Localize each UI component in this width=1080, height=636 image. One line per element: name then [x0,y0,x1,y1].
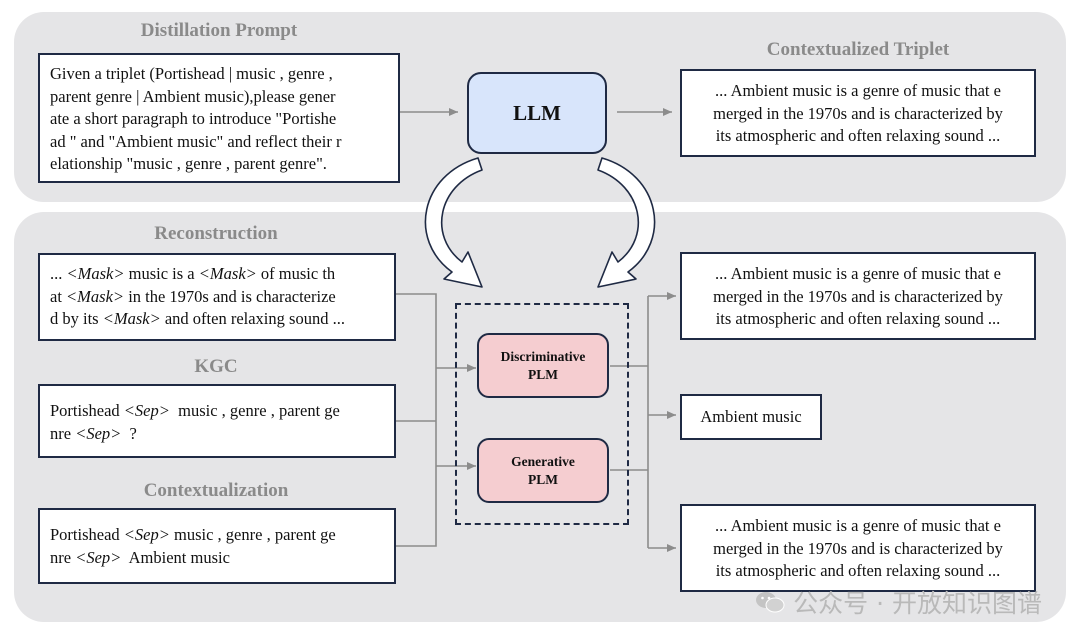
triplet-line: ... Ambient music is a genre of music th… [715,81,1001,100]
text-segment: in the 1970s and is characterize [124,286,336,306]
watermark-text: 公众号 · 开放知识图谱 [793,589,1042,618]
token-placeholder: <Sep> [75,547,122,567]
generative-plm-label-1: Generative [511,453,575,469]
kgc-box: Portishead <Sep> music , genre , parent … [38,384,396,458]
output-line: merged in the 1970s and is characterized… [713,538,1003,558]
generative-plm-node: Generative PLM [477,438,609,503]
output-line: ... Ambient music is a genre of music th… [715,264,1001,283]
token-placeholder: <Mask> [102,309,161,328]
text-segment: ... [50,264,67,283]
token-placeholder: <Mask> [66,286,125,306]
watermark: 公众号 · 开放知识图谱 [755,584,1042,620]
kgc-line: nre <Sep> ? [50,423,384,446]
kgc-line: Portishead <Sep> music , genre , parent … [50,400,384,423]
text-segment: of music th [256,264,336,283]
text-segment: and often relaxing sound ... [160,309,345,328]
text-segment: at [50,286,67,306]
contextualization-title: Contextualization [143,480,289,501]
token-placeholder: <Mask> [198,264,257,283]
text-segment: nre [50,423,76,443]
text-segment: music , genre , parent ge [169,401,340,420]
reconstruction-line: at <Mask> in the 1970s and is characteri… [50,286,384,309]
text-segment: music , genre , parent ge [169,525,336,544]
contextualization-box: Portishead <Sep> music , genre , parent … [38,508,396,584]
token-placeholder: <Mask> [66,264,125,283]
text-segment: nre [50,547,76,567]
contextualization-wire [396,368,437,547]
distillation-line: Given a triplet (Portishead | music , ge… [50,64,333,83]
text-segment: Portishead [50,401,124,420]
llm-node: LLM [467,72,607,154]
output-contextualization-box: ... Ambient music is a genre of music th… [680,504,1036,592]
contextualized-triplet-title: Contextualized Triplet [766,39,950,60]
discriminative-plm-label-2: PLM [528,366,558,382]
triplet-line: its atmospheric and often relaxing sound… [715,126,1001,145]
generative-plm-label-2: PLM [528,471,558,487]
token-placeholder: <Sep> [123,525,170,544]
discriminative-plm-label-1: Discriminative [500,348,586,364]
right-curved-arrow [597,157,656,288]
output-line: merged in the 1970s and is characterized… [713,286,1003,306]
left-curved-arrow [424,157,483,288]
reconstruction-wire [396,293,437,368]
token-placeholder: <Sep> [75,423,122,443]
distillation-line: ad " and "Ambient music" and reflect the… [50,131,342,151]
output-line: ... Ambient music is a genre of music th… [715,516,1001,535]
distillation-line: ate a short paragraph to introduce "Port… [50,109,337,128]
text-segment: ? [121,423,137,443]
output-line: its atmospheric and often relaxing sound… [715,309,1001,328]
reconstruction-box: ... <Mask> music is a <Mask> of music th… [38,253,396,341]
discriminative-plm-node: Discriminative PLM [477,333,609,398]
contextualization-line: Portishead <Sep> music , genre , parent … [50,524,384,547]
reconstruction-line: ... <Mask> music is a <Mask> of music th [50,263,384,286]
contextualized-triplet-box: ... Ambient music is a genre of music th… [680,69,1036,157]
contextualization-line: nre <Sep> Ambient music [50,547,384,570]
kgc-title: KGC [194,356,238,377]
reconstruction-title: Reconstruction [154,223,278,244]
text-segment: Portishead [50,525,124,544]
triplet-line: merged in the 1970s and is characterized… [713,103,1003,123]
plm-group-box [455,303,629,525]
output-line: its atmospheric and often relaxing sound… [715,561,1001,580]
output-reconstruction-box: ... Ambient music is a genre of music th… [680,252,1036,340]
text-segment: d by its [50,309,103,328]
distillation-line: parent genre | Ambient music),please gen… [50,86,336,106]
wechat-icon [755,590,785,614]
text-segment: Ambient music [121,547,230,567]
token-placeholder: <Sep> [123,401,170,420]
output-kgc-box: Ambient music [680,394,822,440]
distillation-line: elationship "music , genre , parent genr… [50,154,327,173]
distillation-prompt-title: Distillation Prompt [140,20,298,41]
reconstruction-line: d by its <Mask> and often relaxing sound… [50,308,384,331]
text-segment: music is a [124,264,199,283]
distillation-prompt-box: Given a triplet (Portishead | music , ge… [38,53,400,183]
